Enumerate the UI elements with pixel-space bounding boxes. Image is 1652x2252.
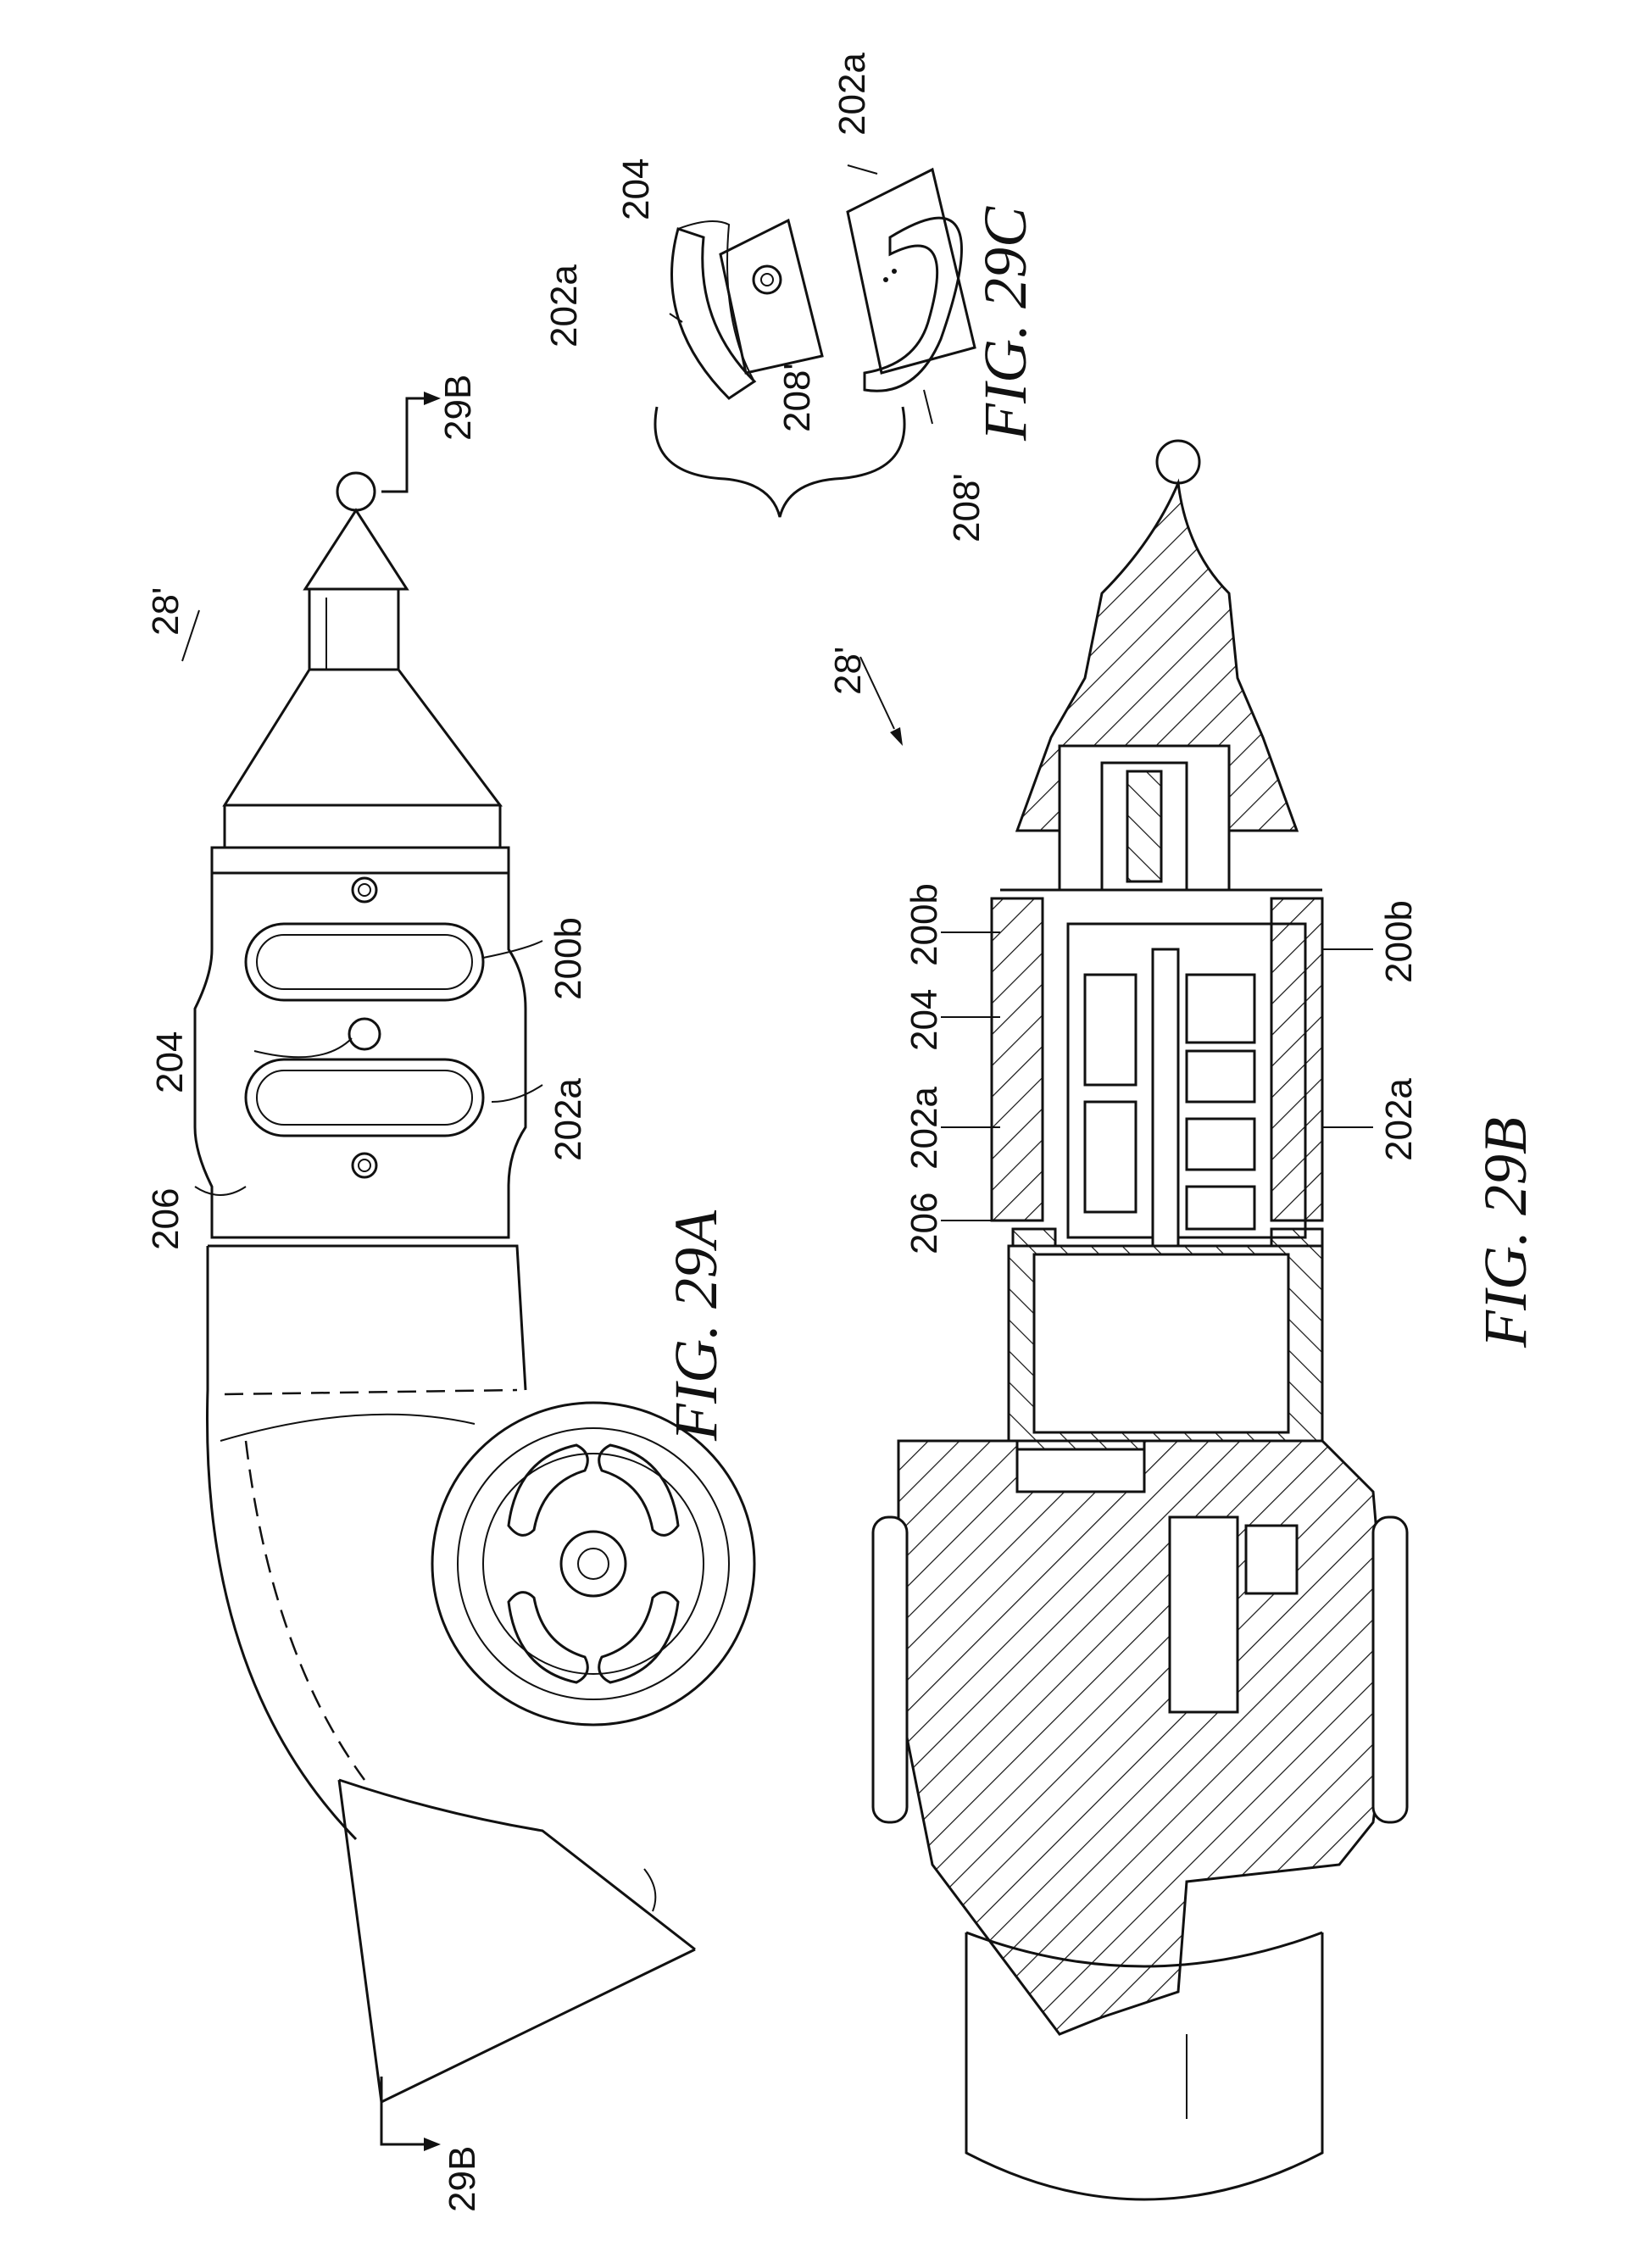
label-208-prime-29c-left: 208': [776, 363, 818, 432]
tip-cone-29a: [305, 510, 407, 589]
section-arrow-top: [381, 398, 424, 492]
label-208-prime-29c-right: 208': [946, 473, 987, 542]
plate-204-left: [720, 220, 822, 373]
caption-fig-29a: FIG. 29A: [662, 1209, 730, 1442]
fig-29b-drawing: [860, 441, 1407, 2199]
label-204-29a: 204: [149, 1031, 191, 1093]
tapered-nose-29a: [225, 670, 500, 805]
neck-29a: [309, 589, 398, 670]
label-202a-29a: 202a: [548, 1078, 589, 1161]
lower-tube-29a: [339, 1780, 695, 2102]
label-29b-bottom: 29B: [442, 2146, 483, 2212]
label-204-29b: 204: [904, 989, 945, 1051]
pin-204-29c: [754, 266, 781, 293]
label-28-prime-29b: 28': [827, 647, 869, 695]
shell-left-200b-202a: [992, 898, 1043, 1221]
lower-body-29a: [208, 1246, 526, 1390]
clamp-202a-left: [672, 229, 755, 398]
motor-block-29b: [1034, 1254, 1288, 1432]
caption-fig-29b: FIG. 29B: [1471, 1117, 1539, 1348]
section-arrow-bottom: [381, 2077, 424, 2144]
shell-right-200b-202a: [1271, 898, 1322, 1221]
label-206-29b: 206: [904, 1193, 945, 1254]
pin-204-29a: [349, 1019, 380, 1049]
fig-29c-drawing: [655, 165, 975, 517]
label-206-29a: 206: [145, 1188, 186, 1250]
elbow-insert: [1170, 1517, 1238, 1712]
label-202a-29b-left: 202a: [904, 1087, 945, 1170]
elbow-housing-section: [898, 1441, 1390, 2034]
label-29b-top: 29B: [437, 375, 479, 441]
plate-208-right: [848, 170, 975, 373]
label-202a-29b-right: 202a: [1378, 1078, 1420, 1161]
label-202a-29c-left: 202a: [543, 264, 585, 348]
label-28-prime-29a: 28': [145, 587, 186, 636]
label-204-29c: 204: [615, 158, 657, 220]
label-202a-29c-right: 202a: [832, 53, 873, 136]
main-body-29a: [195, 848, 526, 1237]
label-200b-29a: 200b: [548, 917, 589, 1000]
tip-ball-29b: [1157, 441, 1199, 483]
label-200b-29b-right: 200b: [1378, 900, 1420, 983]
label-200b-29b-left: 200b: [904, 883, 945, 966]
tip-ball-29a: [337, 473, 375, 510]
caption-fig-29c: FIG. 29C: [971, 206, 1039, 442]
joint-disc-29a: [432, 1403, 754, 1725]
